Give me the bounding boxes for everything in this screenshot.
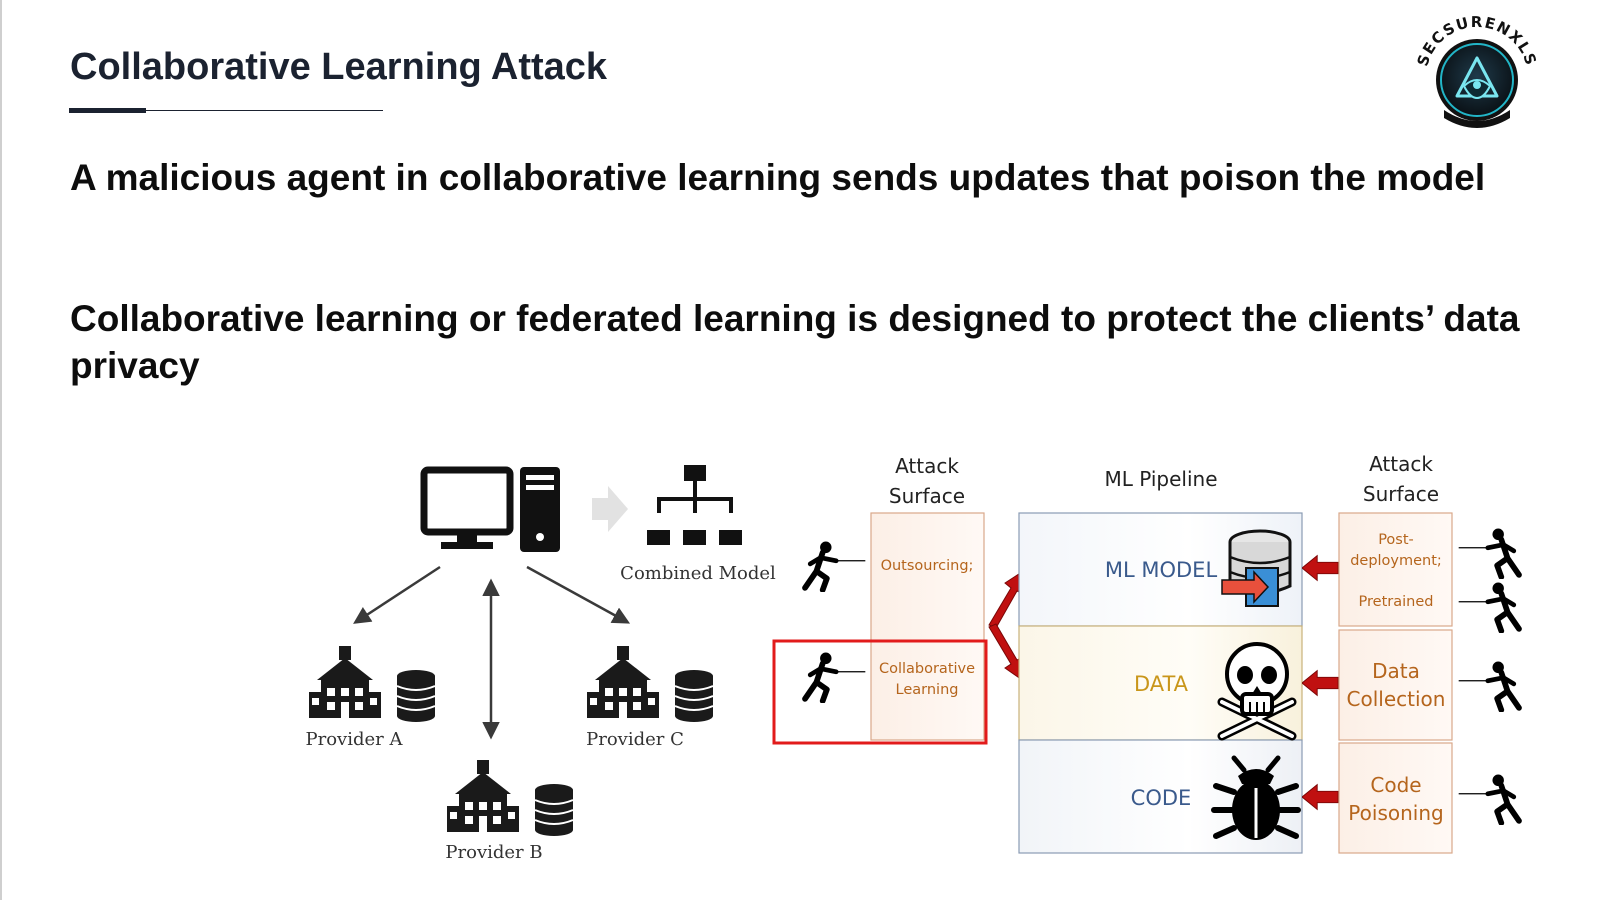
- ml-model-label: ML MODEL: [1105, 558, 1218, 582]
- attacker-code-poisoning-icon: [1459, 775, 1519, 823]
- secsurenxls-logo: SECSURENXLS: [1414, 14, 1539, 128]
- provider-c-icon: [586, 644, 715, 724]
- attacker-outsourcing-icon: [805, 542, 865, 590]
- provider-c-label: Provider C: [586, 729, 684, 750]
- post-deployment-label-1: Post-: [1378, 532, 1414, 548]
- attacker-collaborative-icon: [805, 653, 865, 701]
- code-poisoning-label-1: Code: [1370, 773, 1421, 797]
- collab-label-2: Learning: [896, 682, 959, 698]
- data-label: DATA: [1134, 672, 1189, 696]
- arrow-to-provider-a: [353, 565, 441, 624]
- combined-model-icon: [647, 465, 742, 545]
- collaborative-learning-diagram: Combined Model Provider A Provider C Pro…: [306, 452, 1548, 863]
- provider-a-icon: [308, 644, 437, 724]
- title-underline-accent: [69, 108, 146, 113]
- data-collection-label-1: Data: [1372, 659, 1420, 683]
- data-collection-surface: [1338, 629, 1453, 741]
- bullet-data-privacy: Collaborative learning or federated lear…: [70, 298, 1520, 386]
- federated-learning-figure: Combined Model Provider A Provider C Pro…: [306, 465, 776, 863]
- combined-model-label: Combined Model: [620, 563, 776, 584]
- collab-label-1: Collaborative: [879, 661, 975, 677]
- title-underline: [69, 110, 383, 111]
- code-label: CODE: [1131, 786, 1192, 810]
- arrow-to-provider-c: [526, 565, 631, 624]
- red-arrow-model-icon: [1302, 555, 1339, 581]
- code-poisoning-label-2: Poisoning: [1348, 801, 1443, 825]
- left-attack-surface-header-2: Surface: [889, 484, 965, 508]
- collaborative-learning-highlight: [772, 639, 988, 745]
- slide-left-border: [0, 0, 2, 900]
- server-computer-icon: [420, 466, 560, 552]
- data-collection-label-2: Collection: [1347, 687, 1446, 711]
- code-poisoning-surface: [1338, 742, 1453, 854]
- attacker-data-collection-icon: [1459, 662, 1519, 710]
- ml-pipeline-figure: Attack Surface ML Pipeline Attack Surfac…: [772, 452, 1519, 854]
- database-export-icon: [1221, 529, 1292, 607]
- gray-arrow-icon: [592, 486, 628, 532]
- right-attack-surface-header-2: Surface: [1363, 482, 1439, 506]
- left-surface-column: [870, 512, 985, 741]
- post-deployment-label-2: deployment;: [1350, 553, 1442, 569]
- slide-title: Collaborative Learning Attack: [70, 46, 608, 88]
- attacker-post-deployment-icon: [1459, 529, 1519, 577]
- bug-icon: [1211, 755, 1301, 840]
- red-arrow-code-icon: [1302, 784, 1339, 810]
- pretrained-label: Pretrained: [1359, 594, 1434, 610]
- red-arrow-data-icon: [1302, 670, 1339, 696]
- provider-b-label: Provider B: [445, 842, 542, 863]
- post-deployment-surface: [1338, 512, 1453, 627]
- attacker-pretrained-icon: [1459, 583, 1519, 631]
- provider-b-icon: [446, 758, 575, 838]
- skull-crossbones-icon: [1217, 642, 1297, 741]
- provider-a-label: Provider A: [306, 729, 404, 750]
- outsourcing-label: Outsourcing;: [881, 558, 974, 574]
- right-attack-surface-header-1: Attack: [1369, 452, 1433, 476]
- bullet-malicious-agent: A malicious agent in collaborative learn…: [70, 157, 1486, 198]
- ml-pipeline-header: ML Pipeline: [1104, 467, 1217, 491]
- left-attack-surface-header-1: Attack: [895, 454, 959, 478]
